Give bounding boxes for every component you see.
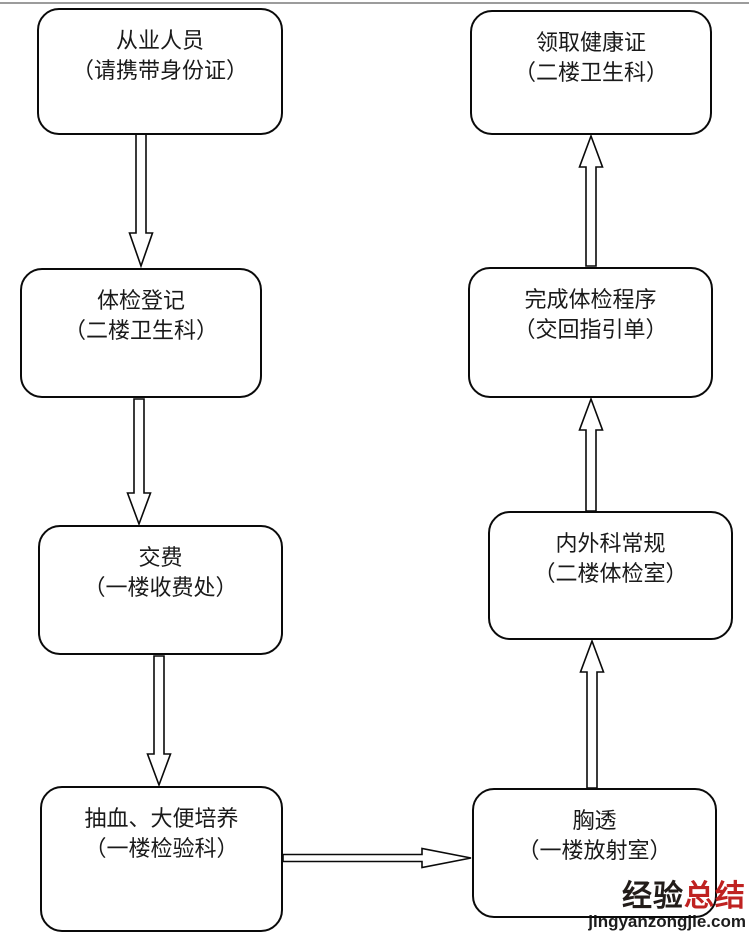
- arrow-complete-to-certificate-icon: [578, 133, 604, 267]
- node-location-label: （一楼收费处）: [83, 575, 238, 600]
- top-divider: [0, 2, 749, 4]
- node-location-label: （一楼检验科）: [84, 836, 239, 861]
- node-blood-stool-test: 抽血、大便培养 （一楼检验科）: [40, 786, 283, 932]
- node-step-label: 从业人员: [115, 28, 204, 53]
- watermark-brand: 经验总结: [622, 880, 746, 913]
- arrow-routine-exam-to-complete-icon: [578, 396, 604, 512]
- node-payment: 交费 （一楼收费处）: [38, 525, 283, 655]
- node-receive-certificate: 领取健康证 （二楼卫生科）: [470, 10, 712, 135]
- node-registration: 体检登记 （二楼卫生科）: [20, 268, 262, 398]
- arrow-payment-to-blood-test-icon: [146, 655, 172, 788]
- watermark: 经验总结 jingyanzongjie.com: [588, 880, 746, 931]
- arrow-blood-test-to-chest-xray-icon: [282, 847, 472, 869]
- watermark-brand-accent: 总结: [684, 880, 746, 913]
- node-complete-procedure: 完成体检程序 （交回指引单）: [468, 267, 713, 398]
- arrow-chest-xray-to-routine-exam-icon: [579, 638, 605, 789]
- node-location-label: （二楼卫生科）: [63, 318, 218, 343]
- watermark-site-url: jingyanzongjie.com: [588, 912, 746, 931]
- arrow-practitioners-to-registration-icon: [128, 133, 154, 269]
- node-step-label: 交费: [138, 545, 183, 570]
- arrow-registration-to-payment-icon: [126, 398, 152, 527]
- node-step-label: 体检登记: [96, 288, 185, 313]
- node-location-label: （请携带身份证）: [71, 58, 248, 83]
- watermark-brand-primary: 经验: [622, 880, 684, 913]
- node-step-label: 完成体检程序: [524, 287, 657, 312]
- node-location-label: （一楼放射室）: [517, 838, 672, 863]
- node-step-label: 内外科常规: [555, 531, 666, 556]
- node-chest-xray: 胸透 （一楼放射室）: [472, 788, 717, 918]
- node-step-label: 领取健康证: [535, 30, 646, 55]
- node-routine-exam: 内外科常规 （二楼体检室）: [488, 511, 733, 640]
- node-step-label: 胸透: [572, 808, 617, 833]
- node-location-label: （二楼卫生科）: [513, 60, 668, 85]
- node-location-label: （二楼体检室）: [533, 561, 688, 586]
- node-location-label: （交回指引单）: [513, 317, 668, 342]
- node-practitioners: 从业人员 （请携带身份证）: [37, 8, 283, 135]
- node-step-label: 抽血、大便培养: [84, 806, 239, 831]
